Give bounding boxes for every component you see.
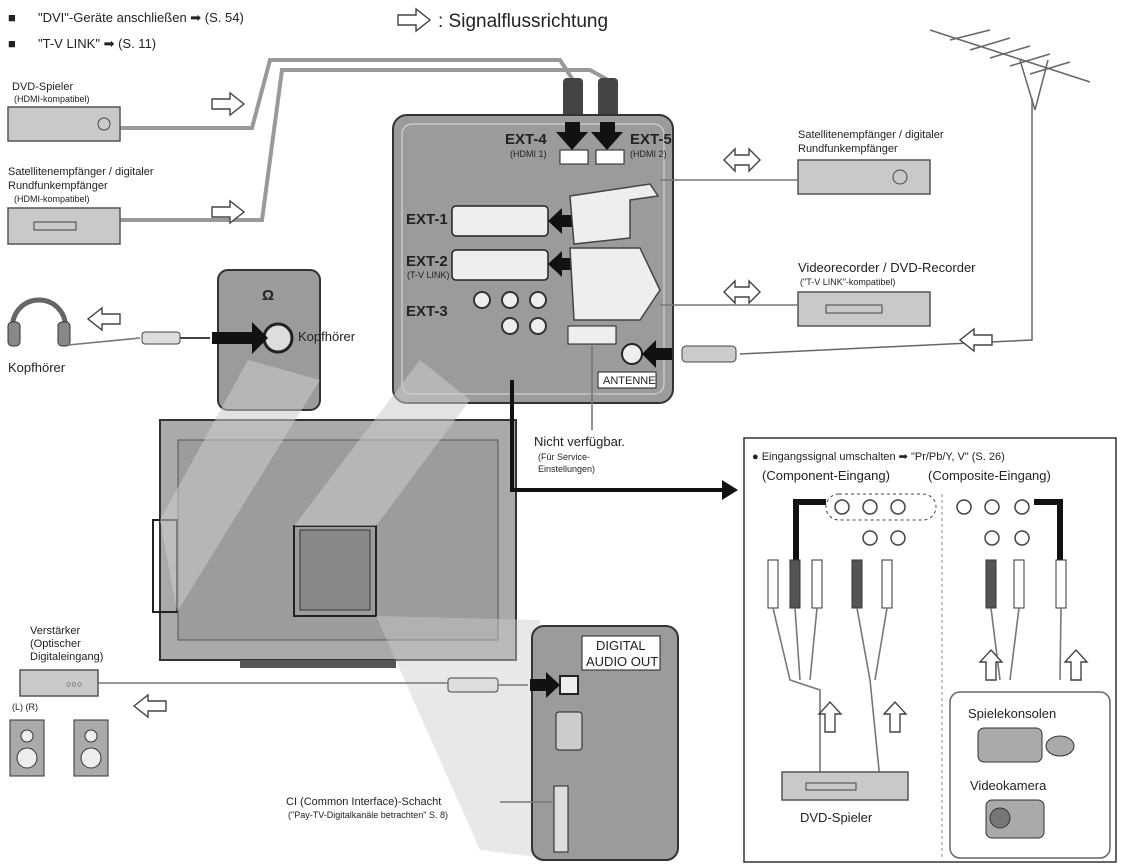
ext4-label: EXT-4	[505, 131, 547, 148]
service-slot	[567, 325, 617, 345]
sat-receiver-right	[797, 159, 931, 195]
video-recorder	[797, 291, 931, 327]
antenna-label: ANTENNE	[603, 375, 656, 387]
arrow-optical-icon	[530, 672, 560, 698]
arrow-antenna-icon	[642, 340, 672, 368]
scart-plug-1	[569, 183, 660, 245]
hdmi-plug-2	[598, 78, 618, 122]
amp-line2: (Optischer	[30, 638, 81, 650]
not-available-line3: Einstellungen)	[538, 464, 595, 474]
scart-ext2-port	[451, 249, 549, 281]
vga-port	[555, 711, 583, 751]
speaker-icon	[9, 719, 109, 777]
ext2-sub: (T-V LINK)	[407, 270, 450, 280]
signal-flow-arrow-icon	[397, 8, 431, 32]
bidirectional-arrow-recorder-icon	[723, 280, 761, 304]
tv-terminal-area	[299, 529, 371, 611]
sat-left-line1: Satellitenempfänger / digitaler	[8, 166, 154, 178]
arrow-ext4-icon	[556, 122, 588, 150]
dvd-player-top	[7, 106, 121, 142]
scart-ext1-port	[451, 205, 549, 237]
dvd-top-button-icon	[97, 117, 111, 131]
sat-right-line2: Rundfunkempfänger	[798, 143, 898, 155]
sat-left-subtitle: (HDMI-kompatibel)	[14, 194, 90, 204]
recorder-subtitle: ("T-V LINK"-kompatibel)	[800, 277, 895, 287]
composite-label: (Composite-Eingang)	[928, 468, 1051, 483]
flow-arrow-dvd-icon	[211, 92, 245, 116]
signal-flow-label: : Signalflussrichtung	[438, 11, 608, 32]
ext1-label: EXT-1	[406, 211, 448, 228]
amp-line3: Digitaleingang)	[30, 651, 103, 663]
digital-audio-line1: DIGITAL	[596, 638, 646, 653]
arrow-ext3-route-icon	[722, 480, 738, 500]
svg-text:○○○: ○○○	[66, 679, 82, 689]
headphone-plug	[141, 331, 181, 345]
arrow-ext5-icon	[591, 122, 623, 150]
ext3-label: EXT-3	[406, 303, 448, 320]
amp-lr: (L) (R)	[12, 702, 38, 712]
arrow-headphone-icon	[212, 322, 268, 354]
dvd-top-subtitle: (HDMI-kompatibel)	[14, 94, 90, 104]
ext5-label: EXT-5	[630, 131, 672, 148]
flow-arrow-amp-icon	[133, 694, 167, 718]
amplifier	[19, 669, 99, 697]
hdmi-plug-1	[563, 78, 583, 122]
sat-right-button-icon	[892, 169, 908, 185]
digital-audio-line2: AUDIO OUT	[586, 654, 658, 669]
arrow-ext2-icon	[548, 251, 576, 277]
legend-bullet-tvlink: ■	[8, 36, 16, 51]
headphones-icon	[7, 297, 71, 347]
ext4-sub: (HDMI 1)	[510, 149, 547, 159]
sat-right-line1: Satellitenempfänger / digitaler	[798, 129, 944, 141]
flow-arrow-antenna-icon	[959, 328, 993, 352]
ci-line1: CI (Common Interface)-Schacht	[286, 796, 441, 808]
game-consoles-title: Spielekonsolen	[968, 706, 1056, 721]
dvd-bottom-title: DVD-Spieler	[800, 810, 873, 825]
optical-port	[559, 675, 579, 695]
video-camera-title: Videokamera	[970, 778, 1047, 793]
headphone-symbol-icon: Ω	[262, 287, 274, 304]
sat-left-line2: Rundfunkempfänger	[8, 180, 108, 192]
legend-tvlink-text: "T-V LINK" ➡ (S. 11)	[38, 36, 156, 51]
headphone-jack-label: Kopfhörer	[298, 329, 356, 344]
sat-receiver-left	[7, 207, 121, 245]
arrow-ext1-icon	[548, 208, 576, 234]
dvd-player-bottom	[781, 771, 909, 801]
not-available-line2: (Für Service-	[538, 452, 590, 462]
recorder-line1: Videorecorder / DVD-Recorder	[798, 260, 976, 275]
not-available-line1: Nicht verfügbar.	[534, 434, 625, 449]
hdmi-cable-dvd	[120, 58, 575, 130]
sat-left-display-icon	[33, 221, 77, 231]
ci-line2: ("Pay-TV-Digitalkanäle betrachten" S. 8)	[288, 810, 448, 820]
ci-slot	[553, 785, 569, 853]
ext2-label: EXT-2	[406, 253, 448, 270]
hdmi-cable-sat	[120, 68, 609, 222]
legend-bullet-dvi: ■	[8, 10, 16, 25]
tv-stand	[240, 660, 396, 668]
gamepad-icon	[1045, 735, 1075, 757]
antenna-plug	[681, 345, 737, 363]
ext5-sub: (HDMI 2)	[630, 149, 667, 159]
antenna-port	[621, 343, 643, 365]
input-box-header: ● Eingangssignal umschalten ➡ "Pr/Pb/Y, …	[752, 451, 1005, 463]
hdmi2-port	[595, 149, 625, 165]
bidirectional-arrow-sat-icon	[723, 148, 761, 172]
game-camera-group	[949, 691, 1111, 859]
hdmi1-port	[559, 149, 589, 165]
flow-arrow-headphones-icon	[87, 307, 121, 331]
optical-plug	[447, 677, 499, 693]
amp-line1: Verstärker	[30, 625, 80, 637]
game-console-icon	[977, 727, 1043, 763]
component-label: (Component-Eingang)	[762, 468, 890, 483]
dvd-top-title: DVD-Spieler	[12, 81, 73, 93]
antenna-icon	[739, 29, 1091, 355]
scart-plug-2	[569, 247, 661, 321]
headphones-label: Kopfhörer	[8, 360, 66, 375]
headphone-jack	[262, 322, 294, 354]
legend-dvi-text: "DVI"-Geräte anschließen ➡ (S. 54)	[38, 10, 244, 25]
